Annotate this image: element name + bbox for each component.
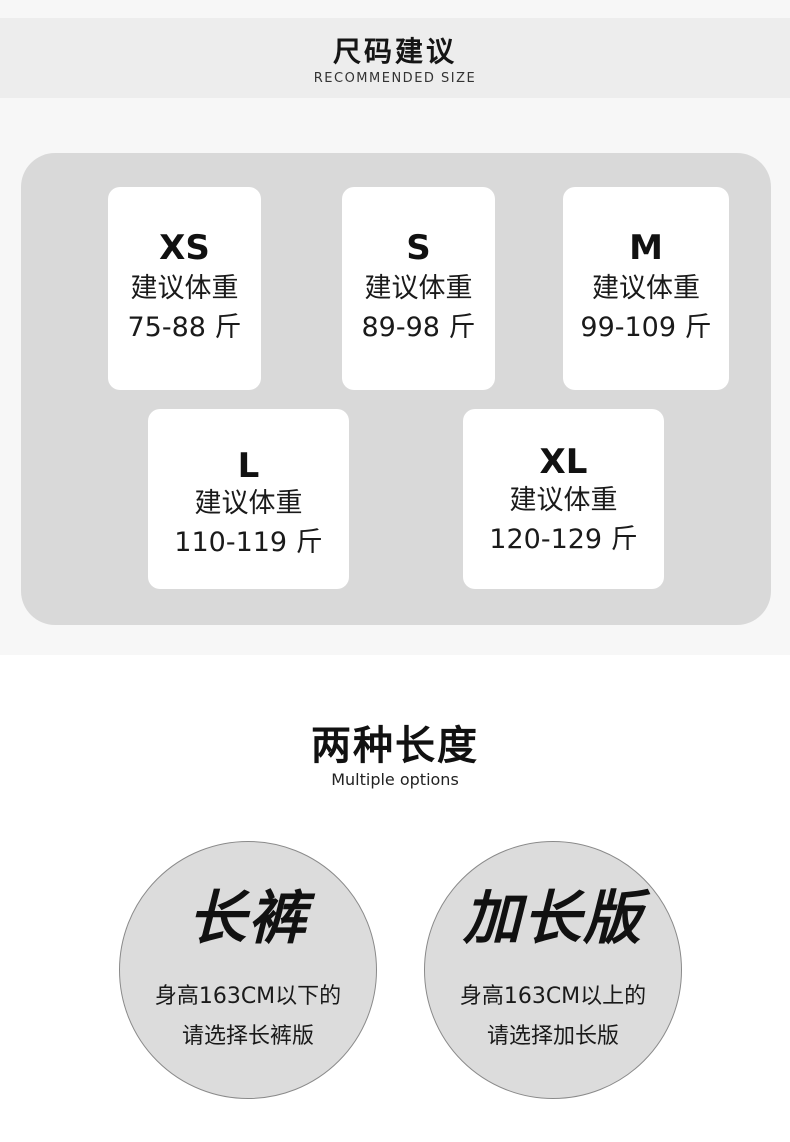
- lengths-title: 两种长度: [311, 723, 479, 769]
- size-weight-label: 建议体重: [592, 273, 700, 304]
- length-option-line1: 身高163CM以下的: [154, 984, 342, 1009]
- size-weight-range: 120-129 斤: [489, 524, 638, 555]
- size-weight-label: 建议体重: [194, 488, 303, 519]
- length-option-title: 加长版: [462, 884, 643, 952]
- lengths-subtitle: Multiple options: [331, 770, 459, 789]
- page-subtitle: RECOMMENDED SIZE: [313, 71, 477, 86]
- size-label: M: [629, 228, 663, 268]
- size-weight-range: 99-109 斤: [580, 312, 712, 343]
- size-label: L: [237, 446, 260, 486]
- size-weight-label: 建议体重: [364, 273, 473, 304]
- header-strip: [0, 18, 790, 98]
- size-card-m: M 建议体重 99-109 斤: [563, 187, 729, 390]
- size-weight-label: 建议体重: [509, 485, 618, 516]
- length-option-line2: 请选择长裤版: [181, 1024, 314, 1049]
- length-option-title: 长裤: [187, 884, 308, 952]
- size-weight-label: 建议体重: [130, 273, 239, 304]
- length-option-line1: 身高163CM以上的: [459, 984, 647, 1009]
- size-label: XL: [539, 442, 588, 482]
- size-weight-range: 75-88 斤: [127, 312, 242, 343]
- length-option-extended: 加长版 身高163CM以上的 请选择加长版: [424, 841, 682, 1099]
- page-title: 尺码建议: [332, 35, 457, 68]
- size-label: S: [406, 228, 431, 268]
- size-card-l: L 建议体重 110-119 斤: [148, 409, 349, 589]
- size-weight-range: 89-98 斤: [361, 312, 476, 343]
- length-option-regular: 长裤 身高163CM以下的 请选择长裤版: [119, 841, 377, 1099]
- length-option-line2: 请选择加长版: [486, 1024, 619, 1049]
- size-card-s: S 建议体重 89-98 斤: [342, 187, 495, 390]
- size-label: XS: [159, 228, 210, 268]
- size-card-xs: XS 建议体重 75-88 斤: [108, 187, 261, 390]
- size-weight-range: 110-119 斤: [174, 527, 323, 558]
- size-card-xl: XL 建议体重 120-129 斤: [463, 409, 664, 589]
